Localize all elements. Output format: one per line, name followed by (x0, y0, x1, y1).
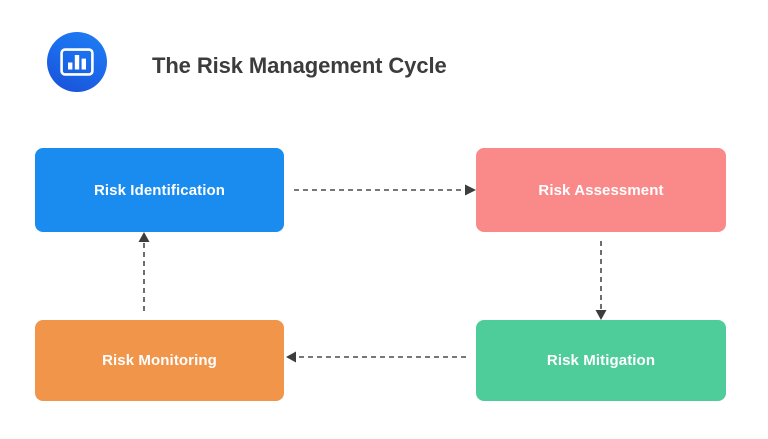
node-risk-monitoring-label: Risk Monitoring (102, 352, 217, 369)
bar-chart-icon (60, 48, 94, 76)
node-risk-mitigation-label: Risk Mitigation (546, 352, 656, 369)
arrow-identification-to-assessment (294, 184, 476, 196)
node-risk-assessment[interactable]: Risk Assessment (476, 148, 726, 232)
node-risk-identification-label: Risk Identification (93, 181, 226, 199)
page-title: The Risk Management Cycle (152, 53, 447, 78)
arrow-assessment-to-mitigation (595, 241, 607, 320)
node-risk-identification[interactable]: Risk Identification (35, 148, 284, 232)
logo-badge (47, 32, 107, 92)
arrow-mitigation-to-monitoring (286, 351, 466, 363)
node-risk-monitoring[interactable]: Risk Monitoring (35, 320, 284, 401)
arrow-monitoring-to-identification (138, 232, 150, 311)
header: The Risk Management Cycle (0, 0, 768, 130)
node-risk-mitigation[interactable]: Risk Mitigation (476, 320, 726, 401)
node-risk-assessment-label: Risk Assessment (538, 181, 664, 199)
